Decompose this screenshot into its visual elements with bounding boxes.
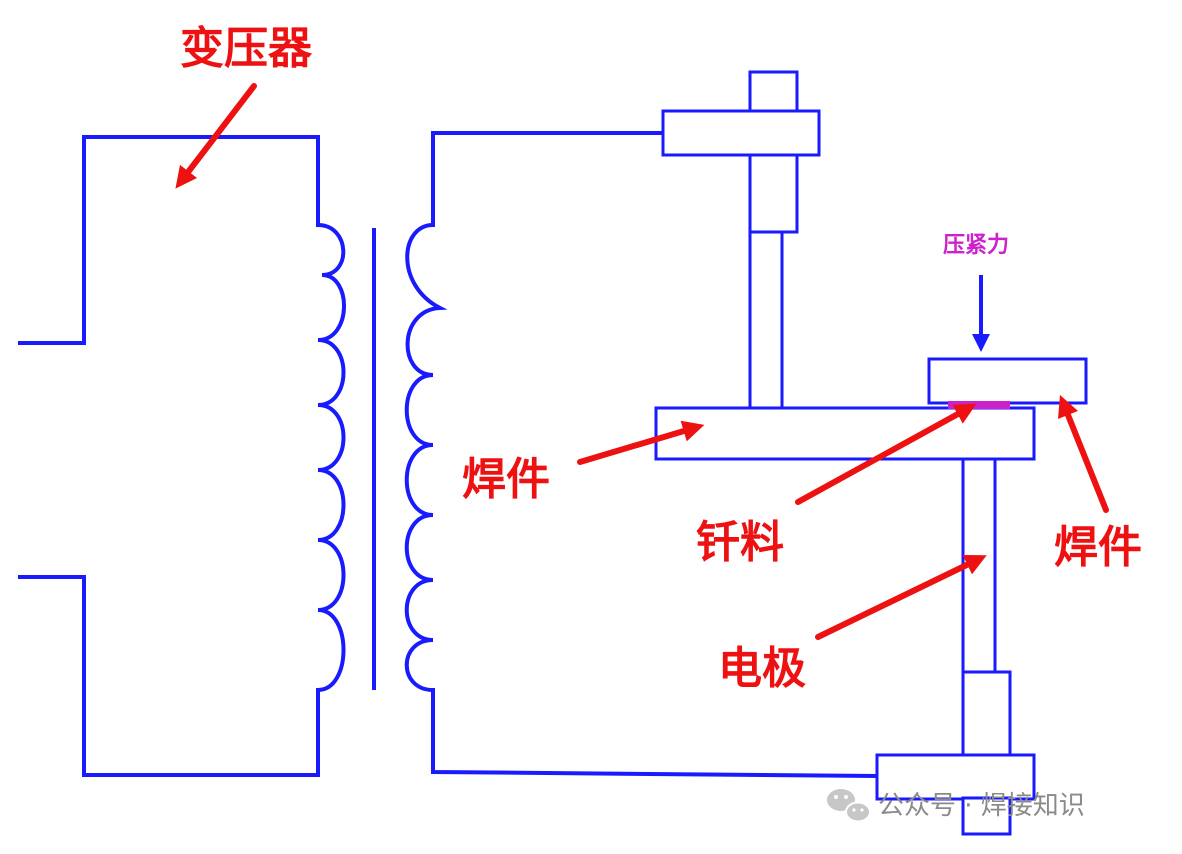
upper-electrode-cap (748, 70, 799, 114)
secondary-coil (404, 222, 448, 693)
solder-layer (948, 401, 1010, 409)
electrode-pointer-arrow (815, 554, 987, 640)
primary-lead-bottom (18, 575, 320, 777)
workpiece-right-label: 焊件 (1054, 522, 1142, 573)
solder-label: 钎料 (696, 517, 784, 568)
upper-electrode-holder (661, 109, 821, 157)
clamping-force-label: 压紧力 (943, 233, 1009, 258)
lower-electrode-body (961, 670, 1012, 758)
secondary-wire-bottom (431, 688, 880, 779)
watermark-text: 公众号 · 焊接知识 (878, 791, 1085, 821)
secondary-wire-top (431, 131, 665, 227)
workpiece-left-pointer-arrow (577, 420, 705, 465)
lower-electrode-holder (875, 753, 1036, 801)
primary-lead-top (18, 135, 320, 345)
wechat-icon (827, 789, 871, 823)
primary-coil (315, 222, 346, 693)
workpiece-left-label: 焊件 (462, 454, 550, 505)
lower-electrode-cap (961, 796, 1012, 836)
transformer-pointer-arrow (175, 83, 257, 189)
workpiece-left-plate (654, 406, 1036, 461)
electrode-label: 电极 (718, 643, 806, 694)
transformer-label: 变压器 (180, 23, 313, 74)
upper-electrode-rod (748, 230, 784, 410)
solder-pointer-arrow (795, 403, 977, 505)
workpiece-right-plate (927, 357, 1088, 405)
upper-electrode-body (748, 153, 799, 234)
workpiece-right-pointer-arrow (1057, 394, 1109, 513)
